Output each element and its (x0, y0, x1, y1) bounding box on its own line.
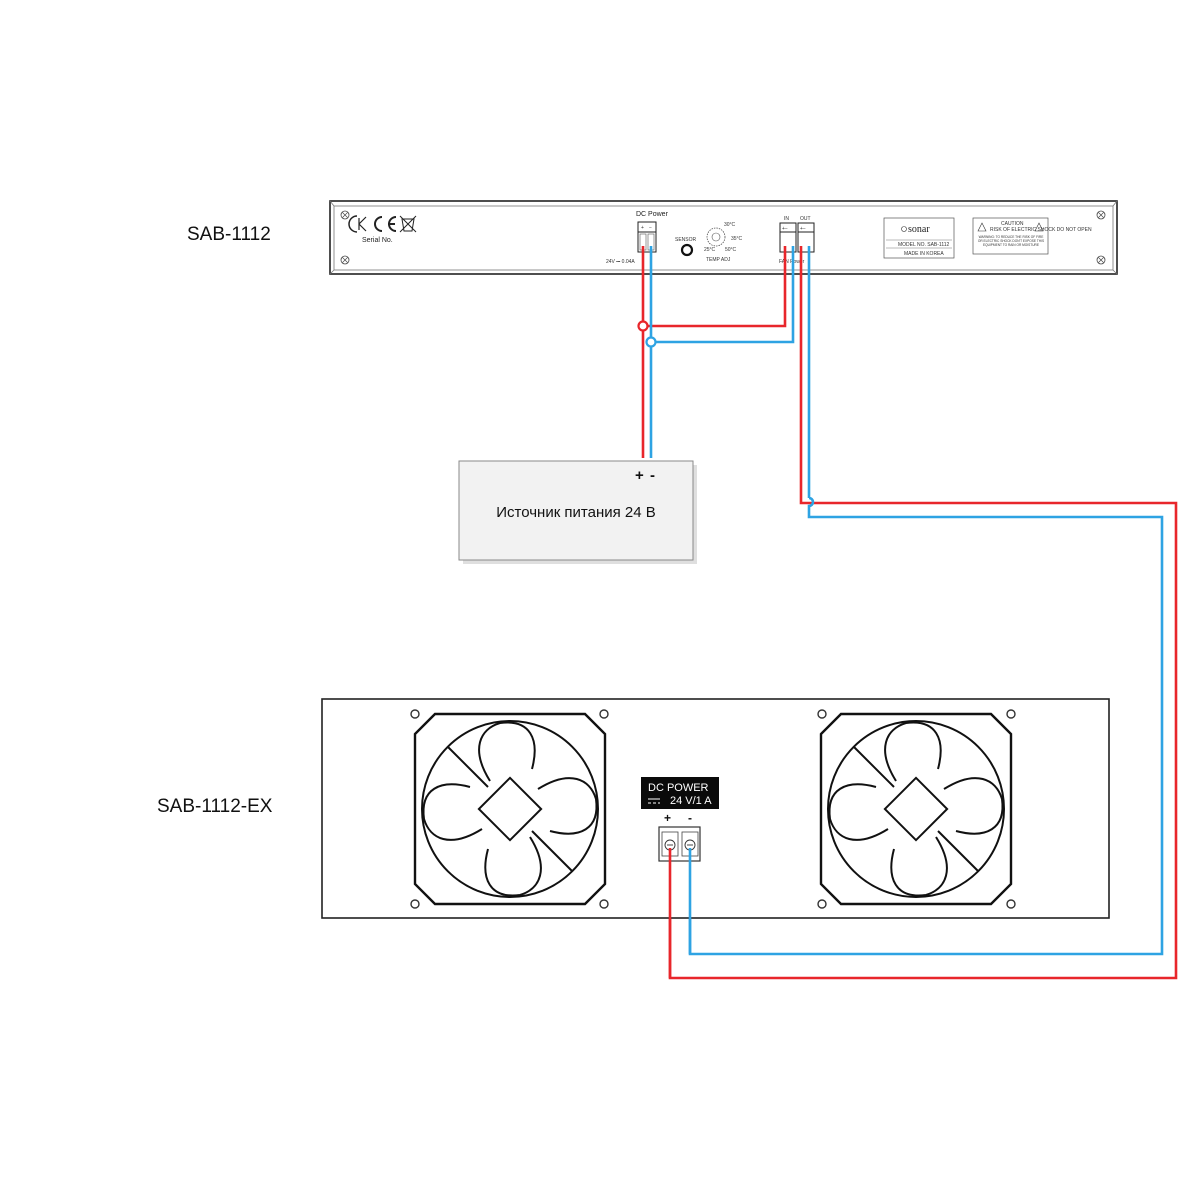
mount-hole-icon (599, 899, 609, 909)
power-supply-label: Источник питания 24 В (496, 504, 656, 521)
wires (637, 246, 1178, 980)
screw-icon (1096, 210, 1106, 220)
sensor-port-icon (680, 243, 694, 257)
serial-label: Serial No. (362, 237, 393, 244)
dc-power-label: DC Power (636, 211, 669, 218)
svg-text:30°C: 30°C (724, 222, 736, 228)
mount-hole-icon (410, 899, 420, 909)
dc-power-terminal (637, 231, 657, 253)
fan-icon (819, 712, 1013, 906)
sonar-logo-icon (901, 226, 907, 232)
main-panel: Serial No. DC Power + − 24V ⎓ 0.04A SENS… (329, 200, 1118, 275)
extension-unit-label: SAB-1112-EX (157, 796, 273, 817)
caution-warning: WARNING: TO REDUCE THE RISK OF FIRE OR E… (977, 235, 1045, 247)
ex-dc-power-title: DC POWER (648, 782, 709, 794)
negative-wire-extension-b (688, 496, 1164, 956)
brand-label: sonar (908, 224, 930, 235)
svg-text:35°C: 35°C (731, 236, 743, 242)
in-label: IN (784, 216, 789, 222)
weee-bin-icon (399, 215, 417, 233)
ce-mark-icon (374, 216, 397, 232)
model-plate (883, 217, 955, 259)
extension-panel: DC POWER 24 V/1 A + - (321, 698, 1110, 919)
made-in-label: MADE IN KOREA (904, 251, 944, 257)
screw-icon (1096, 255, 1106, 265)
kc-mark-icon (348, 215, 367, 233)
temp-adj-knob-icon (706, 227, 726, 247)
negative-wire-fan-in (651, 246, 795, 344)
dc-rating-label: 24V ⎓ 0.04A (606, 259, 635, 265)
model-label: MODEL NO. SAB-1112 (898, 242, 950, 248)
main-unit-label: SAB-1112 (187, 224, 271, 245)
temp-adj-label: TEMP ADJ (706, 257, 731, 263)
ex-dc-power-rating: 24 V/1 A (670, 795, 712, 807)
warning-triangle-icon (977, 222, 987, 232)
mount-hole-icon (817, 709, 827, 719)
svg-text:25°C: 25°C (704, 247, 716, 253)
screw-icon (340, 210, 350, 220)
caution-sub: RISK OF ELECTRIC SHOCK DO NOT OPEN (990, 227, 1092, 233)
svg-text:+−: +− (782, 226, 788, 232)
ex-minus-label: - (688, 811, 692, 825)
mount-hole-icon (1006, 899, 1016, 909)
svg-text:+: + (641, 225, 644, 231)
mount-hole-icon (817, 899, 827, 909)
power-supply-plus: + (635, 467, 644, 484)
caution-plate (972, 217, 1049, 255)
power-supply-box (458, 460, 694, 561)
fan-icon (413, 712, 607, 906)
positive-wire-fan-in (643, 246, 787, 328)
mount-hole-icon (1006, 709, 1016, 719)
svg-text:+−: +− (800, 226, 806, 232)
mount-hole-icon (599, 709, 609, 719)
positive-junction (637, 320, 649, 332)
svg-text:50°C: 50°C (725, 247, 737, 253)
sensor-label: SENSOR (675, 237, 697, 243)
out-label: OUT (800, 216, 811, 222)
negative-junction (645, 336, 657, 348)
screw-icon (340, 255, 350, 265)
mount-hole-icon (410, 709, 420, 719)
dc-power-badge (641, 777, 719, 809)
power-supply: + - Источник питания 24 В (458, 460, 697, 564)
svg-text:−: − (649, 225, 652, 231)
power-supply-minus: - (650, 467, 655, 484)
dc-symbol-icon (648, 798, 660, 804)
caution-title: CAUTION (1001, 221, 1024, 227)
ex-plus-label: + (664, 811, 671, 825)
warning-triangle-icon (1034, 222, 1044, 232)
